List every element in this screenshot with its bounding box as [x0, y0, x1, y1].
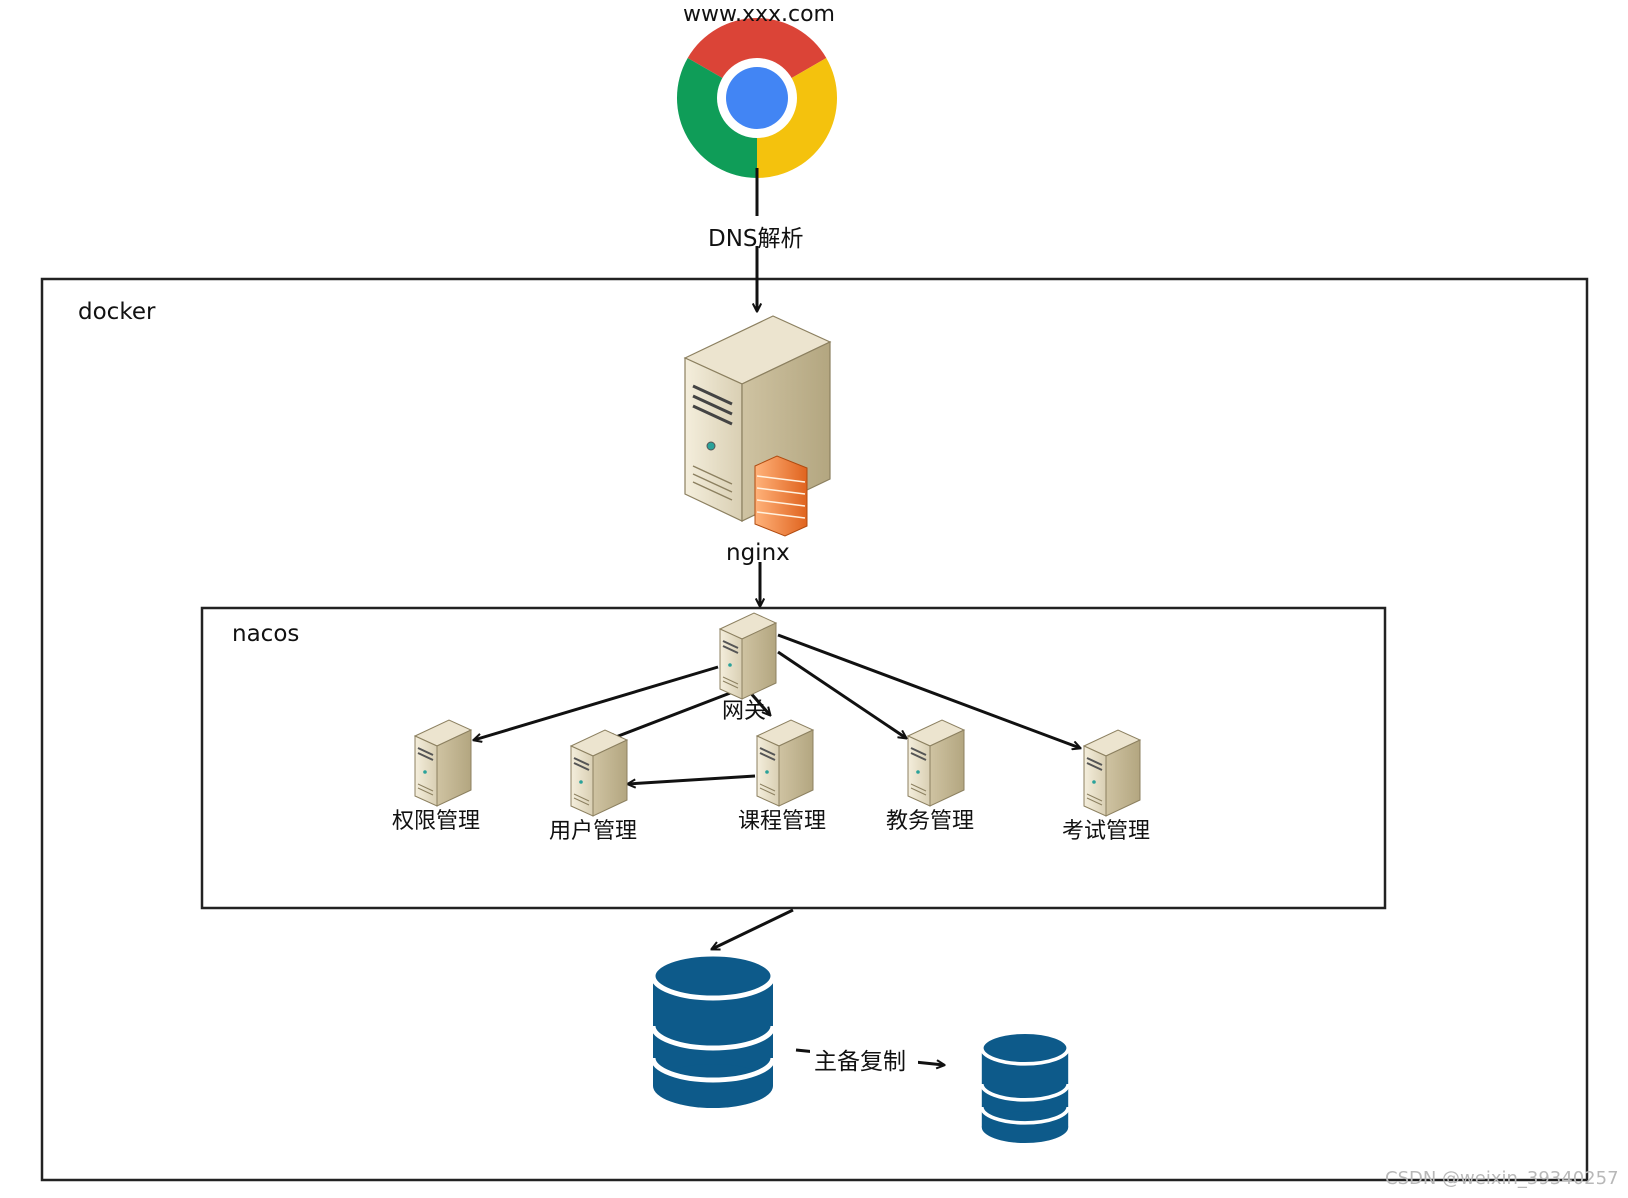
dns-edge-label: DNS解析 — [708, 226, 804, 252]
nacos-to-database-edge — [712, 908, 794, 949]
service-label-3: 课程管理 — [738, 809, 827, 834]
edge-gateway-to-service-1 — [474, 665, 719, 740]
service-server-icon-1 — [414, 719, 472, 807]
database-primary-icon — [653, 954, 773, 1108]
service-label-5: 考试管理 — [1062, 819, 1151, 844]
nacos-container — [200, 606, 1387, 910]
replication-label: 主备复制 — [814, 1049, 906, 1075]
chrome-browser-icon — [676, 17, 838, 178]
service-label-2: 用户管理 — [549, 819, 638, 844]
watermark: CSDN @weixin_39340257 — [1385, 1168, 1619, 1189]
docker-label: docker — [78, 299, 156, 325]
nacos-label: nacos — [232, 621, 300, 647]
client-url-label: www.xxx.com — [683, 2, 835, 27]
database-replica-icon — [979, 1030, 1070, 1145]
gateway-server-icon — [719, 612, 777, 700]
edge-gateway-to-service-2 — [608, 688, 739, 740]
service-server-icon-2 — [570, 729, 628, 817]
service-server-icon-4 — [907, 719, 965, 807]
service-label-4: 教务管理 — [886, 809, 975, 834]
service-server-icon-3 — [756, 719, 814, 807]
edge-course-to-user — [628, 774, 756, 784]
edge-gateway-to-service-5 — [777, 633, 1080, 748]
server-with-firewall-icon — [683, 315, 832, 537]
edge-gateway-to-service-4 — [777, 650, 906, 738]
service-label-1: 权限管理 — [392, 809, 481, 834]
service-server-icon-5 — [1083, 729, 1141, 817]
docker-container — [40, 277, 1589, 1182]
nginx-label: nginx — [726, 540, 790, 566]
gateway-label: 网关 — [722, 699, 767, 724]
